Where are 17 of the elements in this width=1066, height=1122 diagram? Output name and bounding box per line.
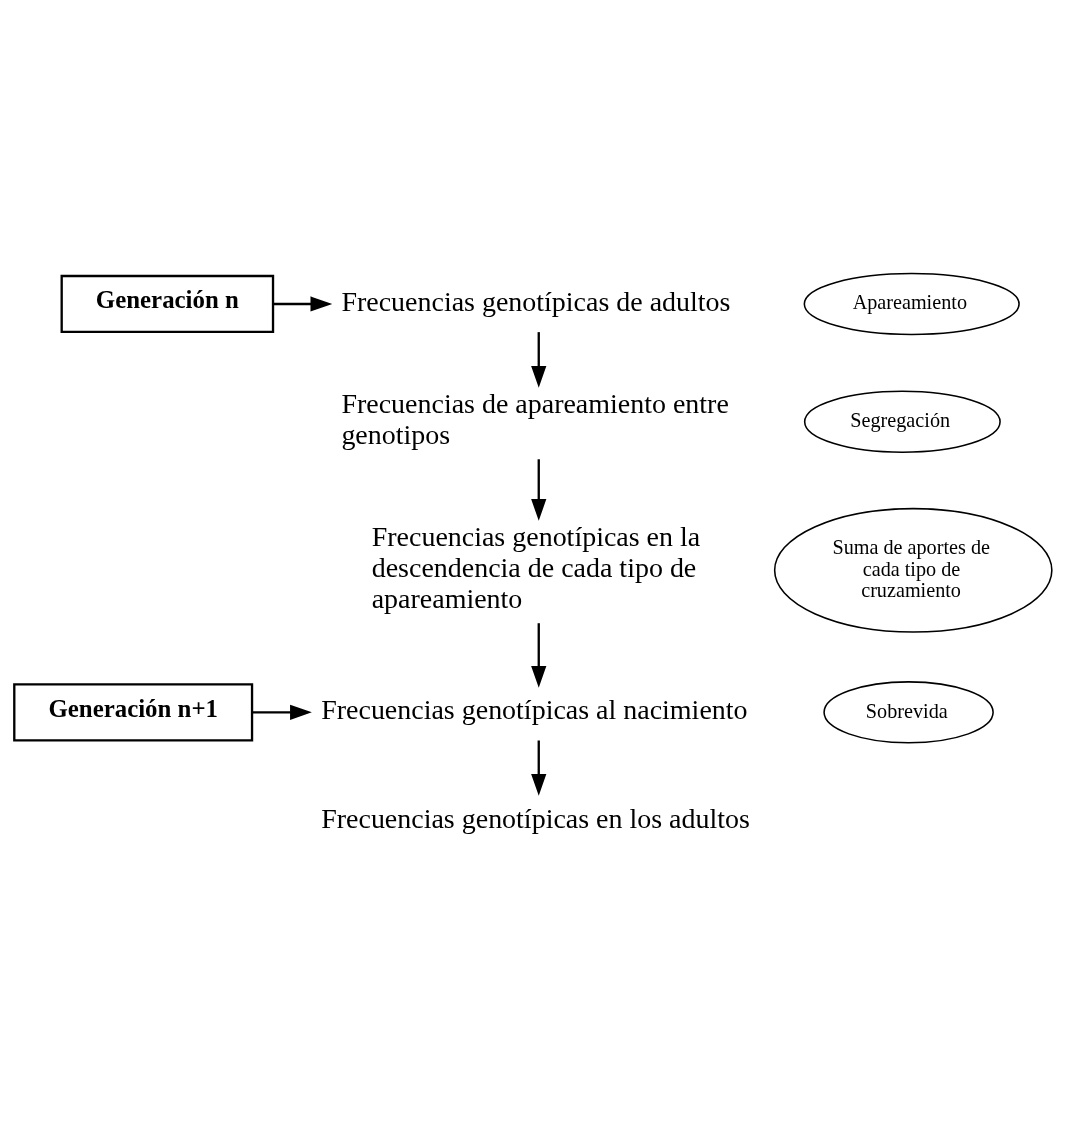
node-ellipse: Sobrevida <box>823 681 994 744</box>
arrow <box>252 704 312 720</box>
arrow <box>273 296 333 312</box>
node-text: Frecuencias genotípicas en la descendencia de cada tipo de apareamiento <box>371 521 701 615</box>
node-box: Generación n+1 <box>13 683 254 742</box>
node-text: Frecuencias genotípicas de adultos <box>341 285 731 317</box>
node-box: Generación n <box>60 274 275 334</box>
node-ellipse: Segregación <box>803 390 1001 453</box>
arrow <box>531 740 547 796</box>
arrow <box>531 623 547 688</box>
arrow <box>531 332 547 388</box>
arrow <box>531 459 547 521</box>
node-text: Frecuencias genotípicas al nacimiento <box>321 694 748 726</box>
node-text: Frecuencias de apareamiento entre genotipos <box>341 388 729 451</box>
node-ellipse: Apareamiento <box>803 272 1020 336</box>
node-text: Frecuencias genotípicas en los adultos <box>321 802 750 834</box>
node-ellipse: Suma de aportes de cada tipo de cruzamiento <box>773 507 1053 633</box>
